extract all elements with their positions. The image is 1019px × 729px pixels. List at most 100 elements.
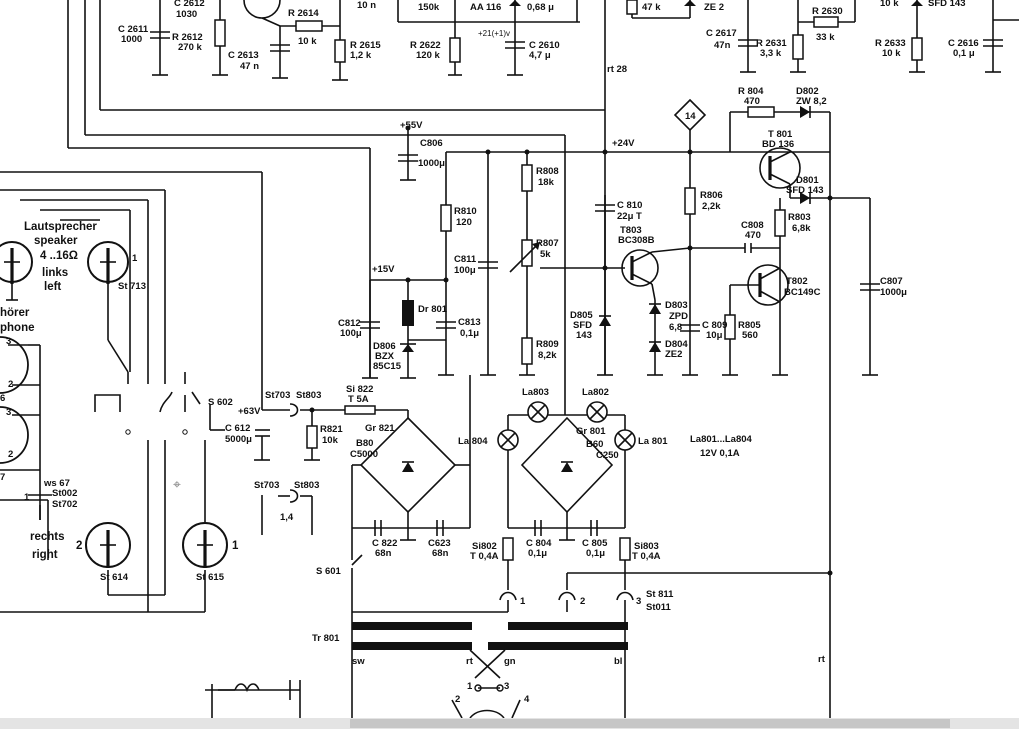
label-gr821-value1: B80 bbox=[356, 438, 373, 449]
label-st614-pin: 2 bbox=[76, 540, 82, 552]
label-st713: St 713 bbox=[118, 281, 146, 292]
label-c813: C813 bbox=[458, 317, 481, 328]
label-c811: C811 bbox=[454, 254, 477, 265]
label-top-068: 0,68 μ bbox=[527, 2, 554, 13]
label-st703-b: St703 bbox=[254, 480, 279, 491]
label-d806: D806 bbox=[373, 341, 396, 352]
label-st803: St803 bbox=[296, 390, 321, 401]
label-jack-3b: 3 bbox=[6, 407, 11, 418]
label-gr801-value1: B60 bbox=[586, 439, 603, 450]
label-rt: rt bbox=[818, 654, 826, 665]
label-r803: R803 bbox=[788, 212, 811, 223]
label-jack-7: 7 bbox=[0, 472, 5, 483]
label-t803: T803 bbox=[620, 225, 642, 236]
label-la803: La803 bbox=[522, 387, 549, 398]
label-r2615-value: 1,2 k bbox=[350, 50, 372, 61]
label-c2610-value: 4,7 μ bbox=[529, 50, 551, 61]
label-jack-2: 2 bbox=[8, 379, 13, 390]
label-st702: St702 bbox=[52, 499, 77, 510]
label-r2622: R 2622 bbox=[410, 40, 441, 51]
label-c812-value: 100μ bbox=[340, 328, 362, 339]
label-right: right bbox=[32, 549, 58, 561]
label-d802-value: ZW 8,2 bbox=[796, 96, 827, 107]
power-supply-section bbox=[254, 375, 833, 612]
label-c822: C 822 bbox=[372, 538, 397, 549]
label-r821: R821 bbox=[320, 424, 343, 435]
label-d806-value2: 85C15 bbox=[373, 361, 402, 372]
label-c823-value: 68n bbox=[432, 548, 449, 559]
label-r808: R808 bbox=[536, 166, 559, 177]
label-d804: D804 bbox=[665, 339, 688, 350]
label-c2616-value: 0,1 μ bbox=[953, 48, 975, 59]
label-r2630: R 2630 bbox=[812, 6, 843, 17]
label-st811: St 811 bbox=[646, 589, 674, 600]
label-pin-1: 1 bbox=[520, 596, 526, 607]
label-s602: S 602 bbox=[208, 397, 233, 408]
label-tr801: Tr 801 bbox=[312, 633, 340, 644]
label-d803-value2: 6,8 bbox=[669, 322, 682, 333]
label-r806: R806 bbox=[700, 190, 723, 201]
label-d801: D801 bbox=[796, 175, 819, 186]
label-sfd143-top: SFD 143 bbox=[928, 0, 966, 9]
label-la801: La 801 bbox=[638, 436, 668, 447]
label-r807: R807 bbox=[536, 238, 559, 249]
label-d805-value1: SFD bbox=[573, 320, 592, 331]
label-c2617-value: 47n bbox=[714, 40, 731, 51]
label-c811-value: 100μ bbox=[454, 265, 476, 276]
label-top-10k: 10 k bbox=[880, 0, 899, 9]
label-st-14: 1,4 bbox=[280, 512, 294, 523]
scrollbar-thumb[interactable] bbox=[350, 719, 950, 728]
label-lamp-note: La801...La804 bbox=[690, 434, 753, 445]
label-c810-value: 22μ T bbox=[617, 211, 642, 222]
label-sw: sw bbox=[352, 656, 365, 667]
label-r804-value: 470 bbox=[744, 96, 760, 107]
label-d806-value1: BZX bbox=[375, 351, 395, 362]
label-pin-3: 3 bbox=[636, 596, 641, 607]
output-jacks bbox=[0, 241, 228, 613]
label-si803-value: T 0,4A bbox=[632, 551, 661, 562]
label-r809-value: 8,2k bbox=[538, 350, 557, 361]
label-d801-value: SFD 143 bbox=[786, 185, 824, 196]
label-d804-value: ZE2 bbox=[665, 349, 682, 360]
label-r821-value: 10k bbox=[322, 435, 339, 446]
label-si802: Si802 bbox=[472, 541, 497, 552]
label-la802: La802 bbox=[582, 387, 609, 398]
label-c808-value: 470 bbox=[745, 230, 761, 241]
label-s601: S 601 bbox=[316, 566, 342, 577]
label-r2612: R 2612 bbox=[172, 32, 203, 43]
label-d803: D803 bbox=[665, 300, 688, 311]
crosshair-cursor-icon: ⌖ bbox=[173, 477, 181, 493]
label-rail-55v: +55V bbox=[400, 120, 423, 131]
label-st002: St002 bbox=[52, 488, 77, 499]
label-c2616: C 2616 bbox=[948, 38, 979, 49]
label-r2630-value: 33 k bbox=[816, 32, 835, 43]
label-c612: C 612 bbox=[225, 423, 250, 434]
label-c807-value: 1000μ bbox=[880, 287, 907, 298]
horizontal-scrollbar[interactable] bbox=[0, 718, 1019, 729]
label-rt-wire: rt bbox=[466, 656, 474, 667]
label-gr821-value2: C5000 bbox=[350, 449, 378, 460]
label-c2611-value: 1000 bbox=[121, 34, 142, 45]
transformer bbox=[205, 611, 628, 719]
label-t801-type: BD 136 bbox=[762, 139, 794, 150]
label-r2631: R 2631 bbox=[756, 38, 787, 49]
label-speaker: speaker bbox=[34, 235, 78, 247]
label-st614: St 614 bbox=[100, 572, 129, 583]
label-c2611: C 2611 bbox=[118, 24, 149, 35]
label-r803-value: 6,8k bbox=[792, 223, 811, 234]
label-r2614-value: 10 k bbox=[298, 36, 317, 47]
label-c806-value: 1000μ bbox=[418, 158, 445, 169]
label-c804: C 804 bbox=[526, 538, 552, 549]
label-si822-value: T 5A bbox=[348, 394, 369, 405]
label-c808: C808 bbox=[741, 220, 764, 231]
label-jack-3: 3 bbox=[6, 336, 11, 347]
label-c809: C 809 bbox=[702, 320, 727, 331]
label-d805-value2: 143 bbox=[576, 330, 592, 341]
label-c2613-value: 47 n bbox=[240, 61, 259, 72]
label-lautsprecher: Lautsprecher bbox=[24, 221, 97, 233]
label-t801: T 801 bbox=[768, 129, 793, 140]
label-winding-4: 4 bbox=[524, 694, 530, 705]
label-c2610: C 2610 bbox=[529, 40, 560, 51]
label-r2631-value: 3,3 k bbox=[760, 48, 782, 59]
label-st713-pin: 1 bbox=[132, 253, 138, 264]
